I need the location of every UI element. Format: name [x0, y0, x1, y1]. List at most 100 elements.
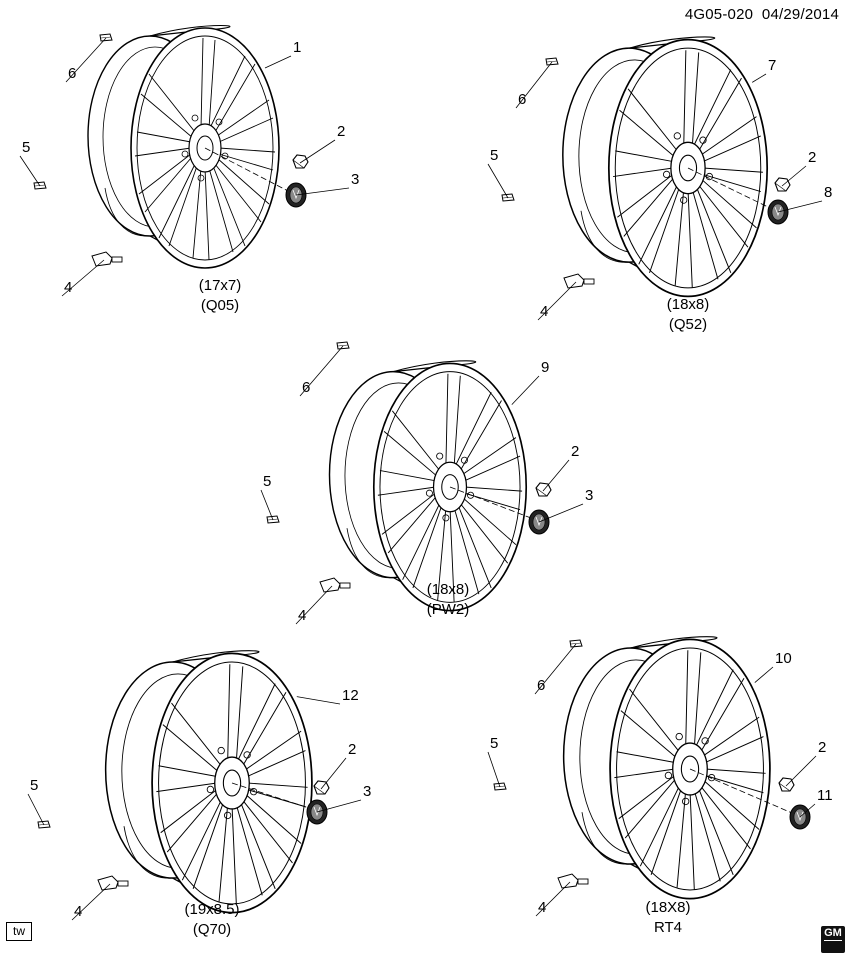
nut-part-icon	[292, 154, 309, 169]
leader-line	[487, 163, 509, 199]
callout-wheel: 10	[775, 650, 792, 667]
leader-line	[260, 489, 274, 521]
wheel-rim-drawing	[104, 649, 313, 914]
wheel-rim-drawing	[562, 635, 771, 900]
weight-top-part-icon	[569, 639, 583, 648]
leader-line	[320, 757, 347, 790]
leader-line	[542, 459, 570, 492]
callout-nut: 2	[818, 739, 826, 756]
leader-line	[511, 375, 540, 405]
wheel-assembly-4: 12 2 3 4 5 (19x8.5) (Q70)	[27, 649, 371, 938]
leader-line	[537, 281, 577, 321]
nut-part-icon	[535, 482, 552, 497]
hub-axis-line	[449, 486, 532, 519]
leader-line	[487, 751, 501, 788]
wheel-caption-line-2: (Q70)	[193, 921, 231, 938]
leader-line	[296, 696, 341, 705]
leader-line	[316, 799, 362, 813]
wheel-caption-line-1: (18x8)	[427, 581, 470, 598]
wheel-rim-drawing	[328, 360, 528, 612]
callout-valve: 4	[298, 607, 306, 624]
leader-line	[299, 345, 344, 397]
callout-valve: 4	[64, 279, 72, 296]
wheel-caption-line-2: (PW2)	[427, 601, 470, 618]
corner-tag: tw	[6, 922, 32, 941]
leader-line	[538, 503, 584, 523]
callout-nut: 2	[808, 149, 816, 166]
leader-line	[751, 73, 767, 83]
callout-nut: 2	[348, 741, 356, 758]
hub-axis-line	[689, 768, 793, 814]
wheel-assembly-5: 10 2 11 4 5 6 (18X8) RT4	[487, 635, 833, 936]
callout-wheel: 7	[768, 57, 776, 74]
valve-part-icon	[319, 577, 351, 593]
callout-weight-clip: 5	[490, 147, 498, 164]
wheel-caption-line-2: (Q05)	[201, 297, 239, 314]
callout-weight-clip: 5	[22, 139, 30, 156]
leader-line	[785, 755, 817, 787]
leader-line	[754, 666, 774, 683]
callout-valve: 4	[540, 303, 548, 320]
leader-line	[27, 793, 45, 826]
leader-line	[777, 200, 823, 213]
hub-axis-line	[204, 147, 289, 192]
valve-part-icon	[557, 873, 589, 889]
weight-top-part-icon	[336, 341, 350, 350]
document-date: 04/29/2014	[761, 6, 839, 23]
valve-part-icon	[563, 273, 595, 289]
leader-line	[515, 61, 553, 109]
leader-line	[781, 165, 807, 187]
weight-top-part-icon	[545, 57, 559, 66]
nut-part-icon	[774, 177, 791, 192]
wheel-assembly-1: 1 2 3 4 5 6 (17x7) (Q05)	[19, 24, 359, 314]
callout-cap: 3	[363, 783, 371, 800]
callout-nut: 2	[337, 123, 345, 140]
callout-cap: 11	[817, 787, 833, 804]
gm-logo-icon: GM	[821, 926, 845, 953]
wheel-rim-drawing	[561, 36, 769, 298]
callout-valve: 4	[74, 903, 82, 920]
wheel-caption-line-1: (19x8.5)	[184, 901, 239, 918]
leader-line	[535, 881, 571, 917]
logo-text: GM	[824, 927, 842, 939]
valve-part-icon	[91, 251, 123, 267]
document-header: 4G05-020 04/29/2014	[685, 6, 839, 23]
callout-cap: 8	[824, 184, 832, 201]
callout-weight-clip: 5	[30, 777, 38, 794]
callout-weight-top: 6	[518, 91, 526, 108]
document-id: 4G05-020	[684, 6, 754, 23]
callout-cap: 3	[585, 487, 593, 504]
callout-cap: 3	[351, 171, 359, 188]
callout-nut: 2	[571, 443, 579, 460]
leader-line	[19, 155, 41, 187]
leader-line	[295, 187, 350, 196]
nut-part-icon	[313, 780, 330, 795]
callout-weight-top: 6	[68, 65, 76, 82]
callout-weight-top: 6	[537, 677, 545, 694]
wheel-caption-line-1: (18x8)	[667, 296, 710, 313]
leader-line	[295, 585, 333, 625]
callout-weight-clip: 5	[263, 473, 271, 490]
wheel-caption-line-1: (17x7)	[199, 277, 242, 294]
hub-axis-line	[687, 167, 771, 209]
leader-line	[534, 643, 577, 695]
callout-valve: 4	[538, 899, 546, 916]
wheel-caption-line-1: (18X8)	[645, 899, 690, 916]
callout-weight-clip: 5	[490, 735, 498, 752]
callout-wheel: 12	[342, 687, 359, 704]
leader-line	[264, 55, 292, 69]
leader-line	[71, 883, 111, 921]
weight-top-part-icon	[99, 33, 113, 42]
callout-weight-top: 6	[302, 379, 310, 396]
hub-axis-line	[231, 782, 310, 809]
leader-line	[61, 259, 105, 297]
leader-line	[799, 803, 816, 818]
wheel-caption-line-2: (Q52)	[669, 316, 707, 333]
wheel-caption-line-2: RT4	[654, 919, 682, 936]
leader-line	[65, 37, 107, 83]
valve-part-icon	[97, 875, 129, 891]
wheel-rim-drawing	[87, 24, 280, 269]
callout-wheel: 1	[293, 39, 301, 56]
